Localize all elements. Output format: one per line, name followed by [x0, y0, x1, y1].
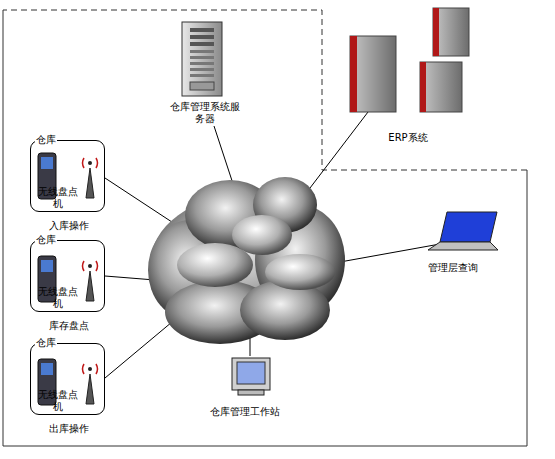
operation-caption: 入库操作 [31, 220, 106, 232]
warehouse-box: 仓库无线盘点机入库操作 [30, 140, 105, 212]
warehouse-box: 仓库无线盘点机出库操作 [30, 343, 105, 415]
wireless-antenna [83, 158, 98, 404]
operation-caption: 出库操作 [31, 423, 106, 435]
box-heading: 仓库 [35, 337, 57, 349]
device-caption: 仓库管理工作站 [200, 406, 290, 418]
laptop [428, 212, 498, 250]
warehouse-box: 仓库无线盘点机库存盘点 [30, 240, 105, 312]
box-heading: 仓库 [35, 134, 57, 146]
erp-cabinet [350, 8, 469, 112]
device-caption: 管理层查询 [418, 262, 488, 274]
operation-caption: 库存盘点 [31, 320, 106, 332]
box-heading: 仓库 [35, 234, 57, 246]
workstation [232, 358, 270, 395]
region-border [3, 10, 527, 446]
device-label: 无线盘点机 [36, 186, 79, 210]
device-label: 无线盘点机 [36, 389, 79, 413]
device-label: 无线盘点机 [36, 286, 79, 310]
server-tower [182, 22, 222, 96]
network-wire [105, 112, 440, 378]
network-cloud [148, 177, 345, 344]
device-caption: 仓库管理系统服务器 [169, 101, 241, 125]
device-caption: ERP系统 [378, 132, 438, 144]
